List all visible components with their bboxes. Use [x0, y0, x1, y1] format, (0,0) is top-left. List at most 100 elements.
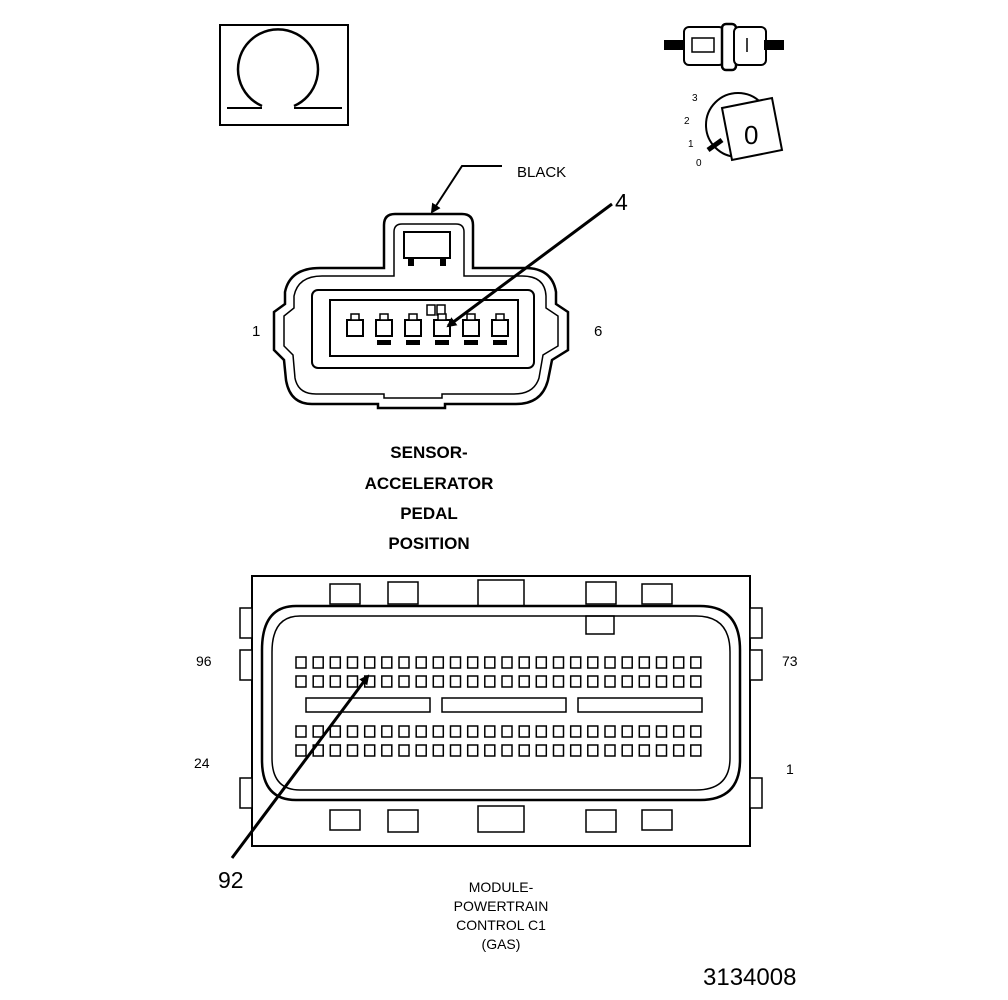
pcm-pin: [312, 656, 324, 669]
pcm-pin: [621, 744, 633, 757]
pcm-title-line-4: (GAS): [482, 936, 521, 952]
pcm-pin: [518, 656, 530, 669]
pcm-pin: [381, 656, 393, 669]
pcm-pin: [415, 744, 427, 757]
pcm-pin: [449, 656, 462, 669]
pcm-pin: [587, 725, 599, 738]
pcm-pin: [552, 675, 565, 688]
pcm-pin: [381, 675, 393, 688]
pcm-pin: [621, 725, 633, 738]
sensor-pin-marker: [464, 340, 478, 345]
pcm-pin: [312, 725, 324, 738]
pcm-pin: [569, 744, 582, 757]
pcm-label-top-right: 73: [782, 653, 798, 669]
pcm-pin: [638, 725, 651, 738]
sensor-pin-marker: [377, 340, 391, 345]
pcm-pin: [655, 725, 668, 738]
pcm-pin: [690, 725, 702, 738]
pcm-label-bottom-left: 24: [194, 755, 210, 771]
pcm-connector: [239, 575, 763, 847]
pcm-pin: [535, 725, 548, 738]
sensor-pin-marker: [493, 340, 507, 345]
pcm-pin: [449, 744, 462, 757]
pcm-title-line-2: POWERTRAIN: [454, 898, 549, 914]
pcm-pin: [604, 656, 616, 669]
pcm-pin: [535, 744, 548, 757]
pcm-pin: [346, 675, 359, 688]
pcm-pin: [604, 744, 616, 757]
sensor-pin-group: [346, 313, 509, 345]
pcm-label-top-left: 96: [196, 653, 212, 669]
pcm-pin: [690, 744, 702, 757]
key-position-3: 3: [692, 93, 698, 104]
pcm-pin: [363, 725, 376, 738]
key-face-label: 0: [744, 120, 758, 150]
pcm-pin: [535, 656, 548, 669]
sensor-end-left: 1: [252, 323, 260, 340]
pcm-pin: [569, 725, 582, 738]
pcm-pin: [655, 675, 668, 688]
pcm-pin: [398, 675, 410, 688]
pcm-pin: [466, 656, 479, 669]
pcm-title-line-3: CONTROL C1: [456, 917, 546, 933]
sensor-pin-marker: [435, 340, 449, 345]
pcm-pin: [587, 675, 599, 688]
pcm-pin: [329, 744, 342, 757]
pcm-callout-arrow: [230, 674, 370, 859]
sensor-pin-4: [433, 319, 451, 337]
color-leader-arrow: [430, 165, 502, 214]
pcm-pin: [432, 675, 445, 688]
sensor-color-label: BLACK: [517, 164, 566, 181]
pcm-pin: [655, 744, 668, 757]
sensor-callout-pin: 4: [615, 189, 628, 215]
sensor-pin-notch: [350, 313, 360, 321]
pcm-pin: [690, 675, 702, 688]
sensor-title-line-3: PEDAL: [400, 504, 458, 523]
pcm-pin: [518, 675, 530, 688]
pcm-pin: [449, 725, 462, 738]
pcm-pin: [346, 725, 359, 738]
key-position-2: 2: [684, 116, 690, 127]
pcm-pin: [501, 675, 513, 688]
pcm-pin: [638, 675, 651, 688]
pcm-pin: [363, 656, 376, 669]
figure-number: 3134008: [703, 964, 796, 991]
sensor-connector: [272, 212, 570, 410]
pcm-title-line-1: MODULE-: [469, 879, 534, 895]
pcm-pin: [604, 675, 616, 688]
pcm-pin: [295, 675, 307, 688]
sensor-pin-notch: [495, 313, 505, 321]
pcm-pin: [638, 744, 651, 757]
pcm-pin: [329, 675, 342, 688]
sensor-pin-notch: [408, 313, 418, 321]
pcm-pin: [295, 744, 307, 757]
pcm-pin: [690, 656, 702, 669]
pcm-pin: [655, 656, 668, 669]
sensor-pin-notch: [437, 313, 447, 321]
pcm-pin: [672, 725, 685, 738]
pcm-pin: [346, 656, 359, 669]
pcm-pin: [672, 656, 685, 669]
pcm-pin: [415, 725, 427, 738]
pcm-pin: [552, 725, 565, 738]
pcm-pin: [501, 744, 513, 757]
pcm-pin: [432, 725, 445, 738]
key-position-0: 0: [696, 158, 702, 169]
pcm-pin: [398, 744, 410, 757]
sensor-pin-3: [404, 319, 422, 337]
omega-loop-icon: [219, 24, 349, 126]
pcm-pin: [346, 744, 359, 757]
pcm-pin: [295, 656, 307, 669]
pcm-pin: [432, 744, 445, 757]
sensor-pin-6: [491, 319, 509, 337]
pcm-pin: [398, 725, 410, 738]
connector-lock-icon: [664, 22, 784, 72]
pcm-pin: [466, 675, 479, 688]
sensor-pin-notch: [466, 313, 476, 321]
key-position-1: 1: [688, 139, 694, 150]
pcm-pin: [569, 675, 582, 688]
sensor-callout-arrow: [446, 202, 613, 328]
pcm-pin: [312, 675, 324, 688]
pcm-pin: [569, 656, 582, 669]
